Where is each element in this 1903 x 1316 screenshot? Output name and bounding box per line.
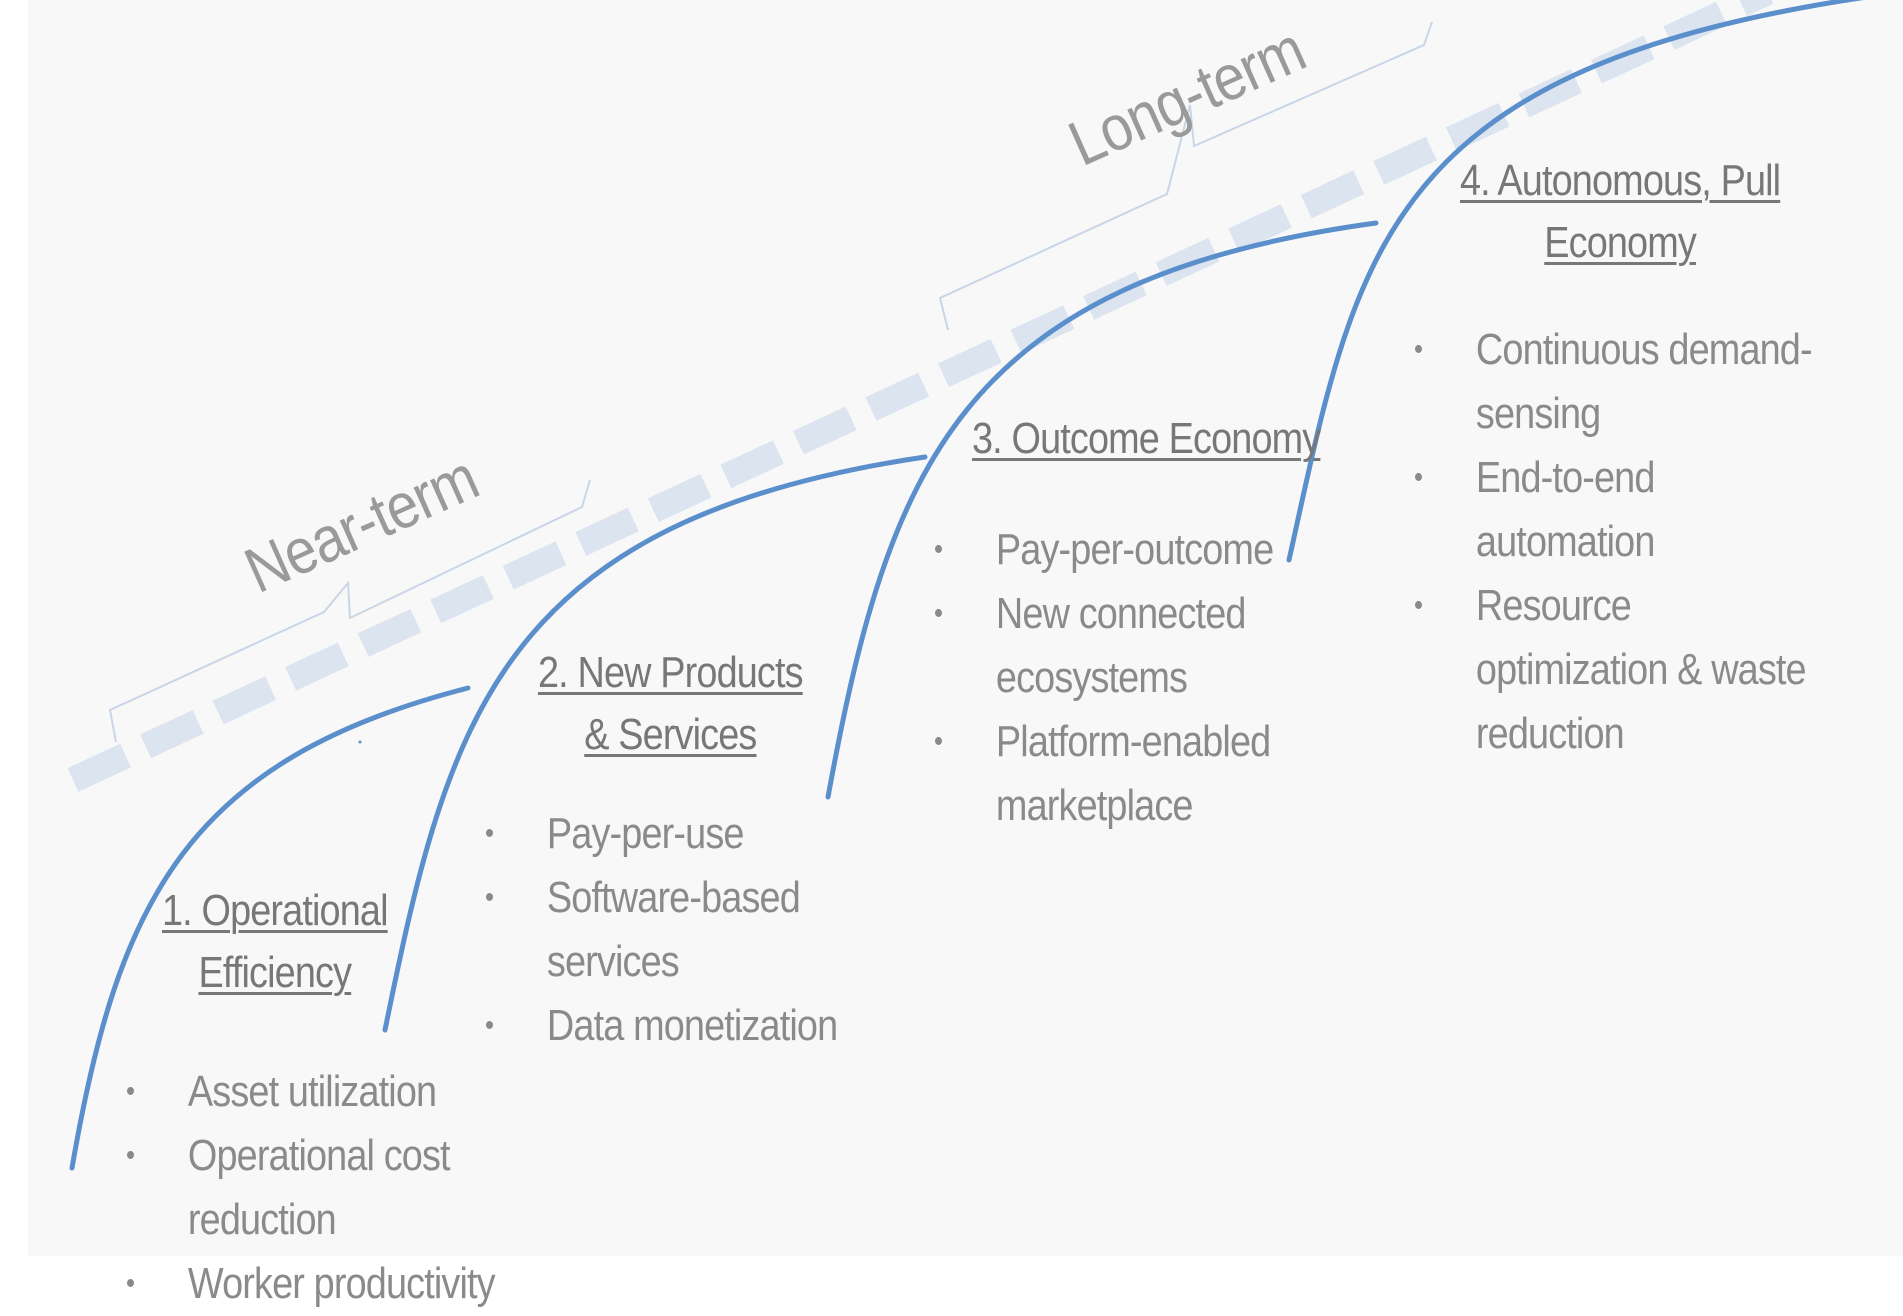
phase-2-title-line1: 2. New Products [538, 648, 804, 697]
phase-2-title: 2. New Products & Services [538, 642, 804, 766]
list-item: Operational cost reduction [126, 1124, 556, 1252]
phase-4-title-line1: 4. Autonomous, Pull [1460, 156, 1781, 205]
list-item: Pay-per-outcome [934, 518, 1364, 582]
long-term-bracket [938, 21, 1433, 331]
timeline-dashed-band [67, 0, 1774, 792]
list-item: Software-based services [485, 866, 863, 994]
curve-phase-1 [69, 685, 471, 1171]
phase-3-bullet-list: Pay-per-outcome New connected ecosystems… [934, 518, 1364, 838]
list-item: Continuous demand-sensing [1414, 318, 1827, 446]
list-item: Pay-per-use [485, 802, 863, 866]
list-item: End-to-end automation [1414, 446, 1827, 574]
phase-2-title-line2: & Services [584, 710, 757, 759]
phase-1-bullet-list: Asset utilization Operational cost reduc… [126, 1060, 556, 1316]
phase-4-title: 4. Autonomous, Pull Economy [1460, 150, 1781, 274]
list-item: Worker productivity [126, 1252, 556, 1316]
stray-dot [358, 740, 362, 744]
phase-3-title: 3. Outcome Economy [972, 408, 1321, 470]
curve-phase-4 [1286, 0, 1865, 563]
diagram-canvas: Near-term Long-term 1. Operational Effic… [28, 0, 1903, 1316]
list-item: Platform-enabled marketplace [934, 710, 1364, 838]
list-item: Data monetization [485, 994, 863, 1058]
list-item: Asset utilization [126, 1060, 556, 1124]
growth-diagram-svg [67, 0, 1865, 1171]
curve-phase-3 [825, 220, 1379, 800]
near-term-bracket [108, 479, 591, 743]
phase-2-bullet-list: Pay-per-use Software-based services Data… [485, 802, 863, 1058]
phase-3-title-line1: 3. Outcome Economy [972, 414, 1321, 463]
phase-4-bullet-list: Continuous demand-sensing End-to-end aut… [1414, 318, 1827, 766]
phase-1-title: 1. Operational Efficiency [162, 880, 389, 1004]
phase-4-title-line2: Economy [1544, 218, 1697, 267]
list-item: New connected ecosystems [934, 582, 1364, 710]
list-item: Resource optimization & waste reduction [1414, 574, 1827, 766]
phase-1-title-line1: 1. Operational [162, 886, 389, 935]
phase-1-title-line2: Efficiency [198, 948, 353, 997]
curve-phase-2 [382, 454, 928, 1033]
